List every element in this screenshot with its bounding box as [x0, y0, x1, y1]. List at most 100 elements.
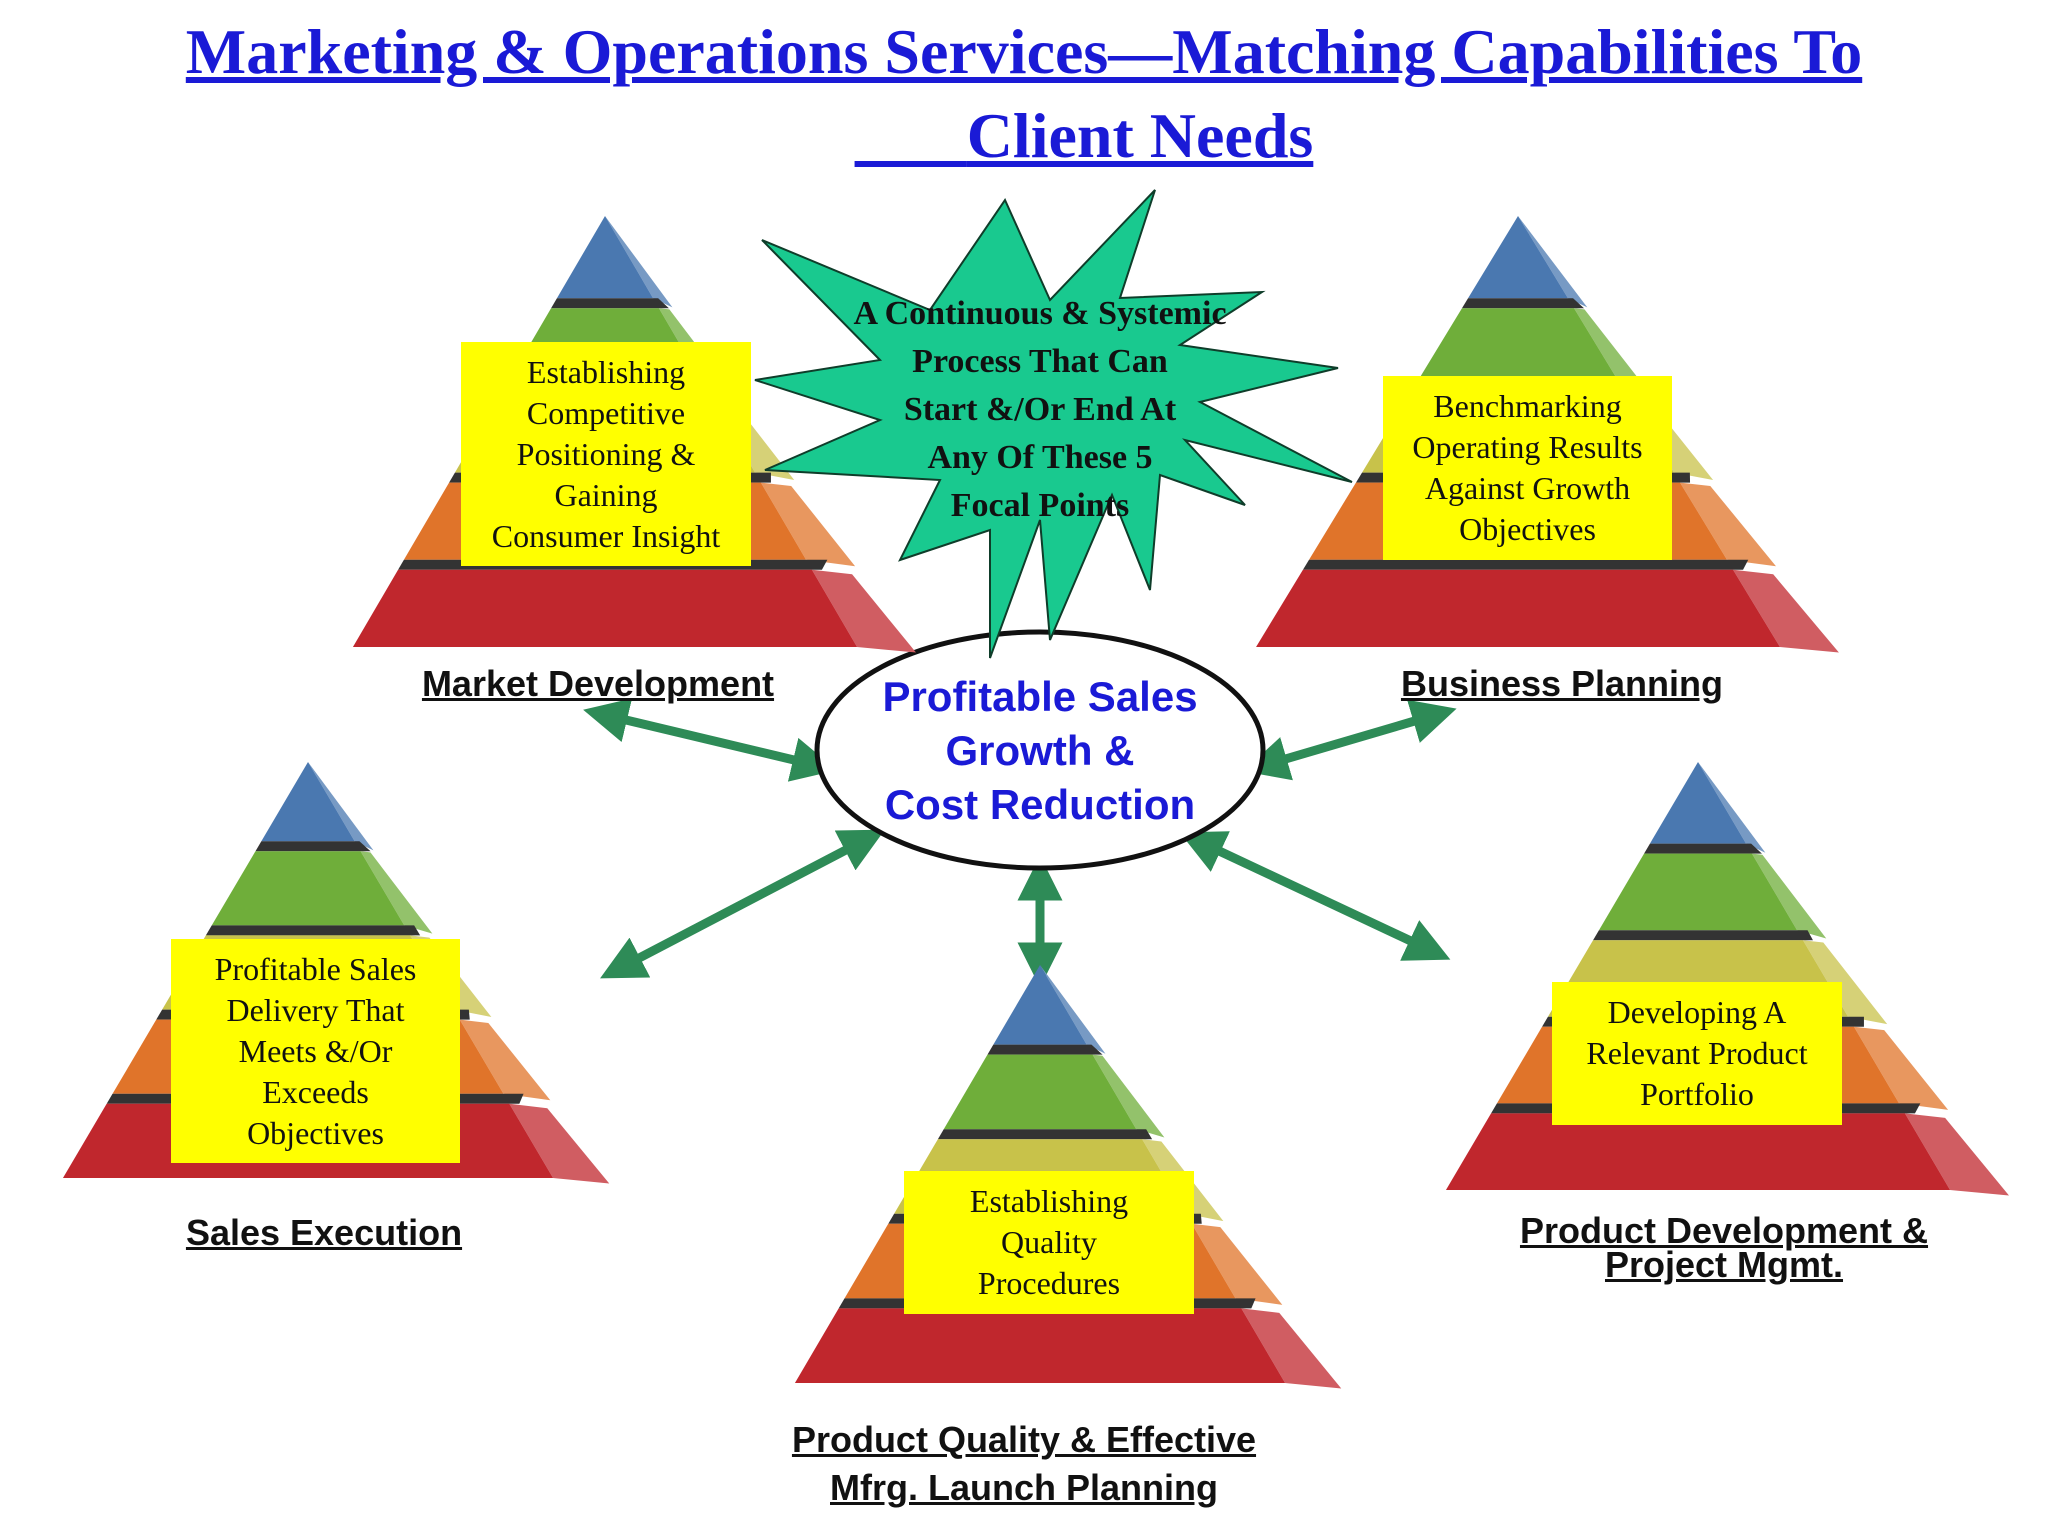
- tier-front: [1649, 762, 1747, 844]
- tier-side: [760, 482, 856, 567]
- tier-side: [1574, 308, 1651, 394]
- label-line: Product Quality & Effective: [791, 1419, 1257, 1460]
- tier-front: [1598, 853, 1798, 931]
- tier-separator: [255, 841, 371, 852]
- box-line: Objectives: [247, 1114, 384, 1151]
- tier-side: [308, 762, 374, 851]
- tier-side: [1518, 216, 1588, 308]
- focal-box-sales-execution: Profitable Sales Delivery That Meets &/O…: [171, 939, 460, 1163]
- starburst-shape: [754, 189, 1353, 659]
- label-business-planning: Business Planning: [1400, 663, 1724, 704]
- starburst-line: Start &/Or End At: [903, 391, 1177, 428]
- label-line: Mfrg. Launch Planning: [830, 1467, 1218, 1508]
- box-line: Positioning &: [516, 435, 696, 472]
- center-ellipse-layer: [814, 629, 1266, 871]
- tier-side: [1698, 762, 1766, 853]
- tier-front: [261, 762, 355, 842]
- box-line: Meets &/Or: [238, 1032, 393, 1069]
- tier-front: [943, 1054, 1137, 1130]
- box-line: Profitable Sales: [214, 950, 417, 987]
- tier-front: [1468, 216, 1568, 299]
- tier-separator: [1302, 559, 1749, 570]
- tier-side: [1733, 569, 1839, 653]
- tier-side: [1802, 940, 1888, 1025]
- double-arrow: [600, 829, 885, 979]
- tier-side: [1751, 853, 1827, 939]
- pyramid-product-development: [1445, 762, 2009, 1196]
- double-arrow: [1179, 831, 1451, 961]
- tier-front: [993, 965, 1087, 1045]
- title-line-2-text: Client Needs: [966, 100, 1314, 171]
- tier-side: [1853, 1026, 1949, 1110]
- center-goal-text: Profitable Sales Growth & Cost Reduction: [830, 670, 1250, 832]
- tier-side: [1680, 482, 1776, 567]
- tier-side: [509, 1103, 610, 1184]
- tier-separator: [937, 1129, 1153, 1140]
- center-line: Cost Reduction: [884, 781, 1196, 828]
- box-line: Developing A: [1607, 994, 1787, 1030]
- title-line-2: Client Needs: [0, 94, 2048, 178]
- label-market-development: Market Development: [421, 663, 775, 704]
- tier-side: [1191, 1223, 1283, 1305]
- starburst-line: Any Of These 5: [927, 439, 1153, 476]
- starburst-line: A Continuous & Systemic: [853, 295, 1227, 332]
- connector-arrows: [583, 698, 1457, 988]
- center-line: Profitable Sales: [882, 673, 1198, 720]
- label-product-quality: Product Quality & Effective Mfrg. Launch…: [724, 1416, 1324, 1512]
- starburst-layer: [754, 189, 1353, 659]
- tier-front: [556, 216, 654, 299]
- tier-separator: [1461, 298, 1585, 309]
- label-line: Product Development &: [1519, 1210, 1929, 1251]
- starburst-text: A Continuous & Systemic Process That Can…: [800, 290, 1280, 530]
- tier-side: [1040, 965, 1106, 1054]
- box-line: Relevant Product: [1586, 1035, 1808, 1071]
- box-line: Exceeds: [262, 1073, 369, 1110]
- box-line: Operating Results: [1412, 429, 1643, 465]
- box-line: Gaining: [554, 476, 658, 513]
- label-sales-execution: Sales Execution: [185, 1212, 463, 1253]
- double-arrow: [583, 698, 837, 782]
- double-arrow: [1243, 699, 1457, 781]
- center-line: Growth &: [945, 727, 1135, 774]
- focal-box-business-planning: Benchmarking Operating Results Against G…: [1383, 376, 1672, 560]
- box-line: Portfolio: [1640, 1076, 1754, 1112]
- center-ellipse: [814, 629, 1266, 871]
- box-line: Objectives: [1459, 511, 1596, 547]
- tier-front: [794, 1308, 1286, 1383]
- tier-side: [811, 569, 917, 653]
- tier-front: [1256, 569, 1780, 647]
- tier-front: [1445, 1113, 1951, 1190]
- tier-separator: [987, 1044, 1103, 1055]
- tier-separator: [1593, 930, 1813, 941]
- starburst-line: Focal Points: [950, 487, 1130, 524]
- tier-side: [459, 1019, 551, 1101]
- tier-front: [211, 851, 405, 926]
- tier-side: [1241, 1308, 1342, 1389]
- box-line: Delivery That: [226, 991, 405, 1028]
- tier-side: [1092, 1054, 1165, 1138]
- tier-separator: [551, 298, 669, 309]
- focal-box-product-development: Developing A Relevant Product Portfolio: [1552, 982, 1842, 1125]
- tier-separator: [205, 925, 421, 936]
- page-title: Marketing & Operations Services—Matching…: [0, 10, 2048, 178]
- focal-box-product-quality: Establishing Quality Procedures: [904, 1171, 1194, 1314]
- tier-side: [1904, 1113, 2009, 1196]
- box-line: Consumer Insight: [491, 517, 721, 554]
- label-line: Project Mgmt.: [1604, 1244, 1844, 1285]
- tier-side: [605, 216, 673, 308]
- tier-front: [1415, 308, 1621, 386]
- focal-box-market-development: Establishing Competitive Positioning & G…: [461, 342, 751, 566]
- box-line: Against Growth: [1424, 470, 1631, 506]
- box-line: Establishing: [969, 1183, 1129, 1219]
- box-line: Establishing: [526, 353, 686, 390]
- tier-side: [360, 851, 433, 934]
- label-product-development: Product Development & Project Mgmt.: [1424, 1210, 2024, 1285]
- box-line: Benchmarking: [1433, 388, 1622, 424]
- box-line: Quality: [1001, 1224, 1097, 1260]
- box-line: Procedures: [977, 1265, 1121, 1301]
- box-line: Competitive: [526, 394, 686, 431]
- tier-front: [352, 569, 858, 647]
- starburst-line: Process That Can: [912, 343, 1168, 380]
- tier-separator: [1644, 843, 1762, 854]
- title-line-1: Marketing & Operations Services—Matching…: [185, 16, 1863, 87]
